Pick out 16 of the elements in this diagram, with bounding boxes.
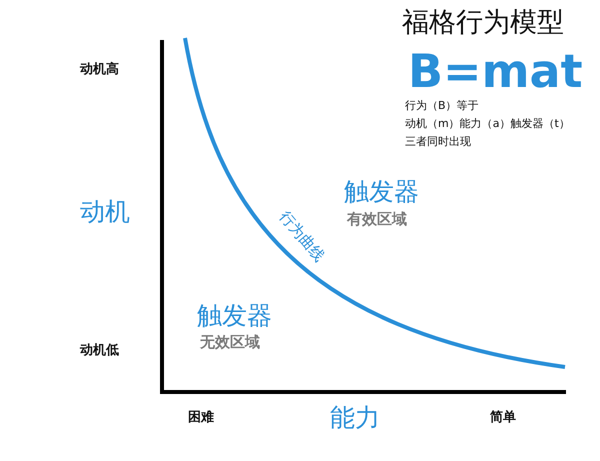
region-title: 触发器 (344, 178, 419, 206)
note-text: 动机（m）能力（a）触发器（t） (405, 118, 570, 130)
axis-title: 能力 (330, 404, 380, 432)
chart-title: 福格行为模型 (402, 8, 564, 38)
note-text: 三者同时出现 (405, 136, 471, 148)
region-subtitle: 有效区域 (347, 211, 407, 228)
axis-tick-label: 简单 (490, 411, 516, 426)
axis-title: 动机 (80, 198, 130, 226)
axis-tick-label: 动机高 (80, 63, 119, 78)
formula-text: B=mat (408, 46, 583, 97)
axis-tick-label: 困难 (188, 411, 214, 426)
region-subtitle: 无效区域 (200, 334, 260, 350)
note-text: 行为（B）等于 (405, 100, 479, 112)
region-title: 触发器 (197, 302, 272, 330)
axis-tick-label: 动机低 (80, 344, 119, 358)
curve-label: 行为曲线 (276, 208, 328, 265)
